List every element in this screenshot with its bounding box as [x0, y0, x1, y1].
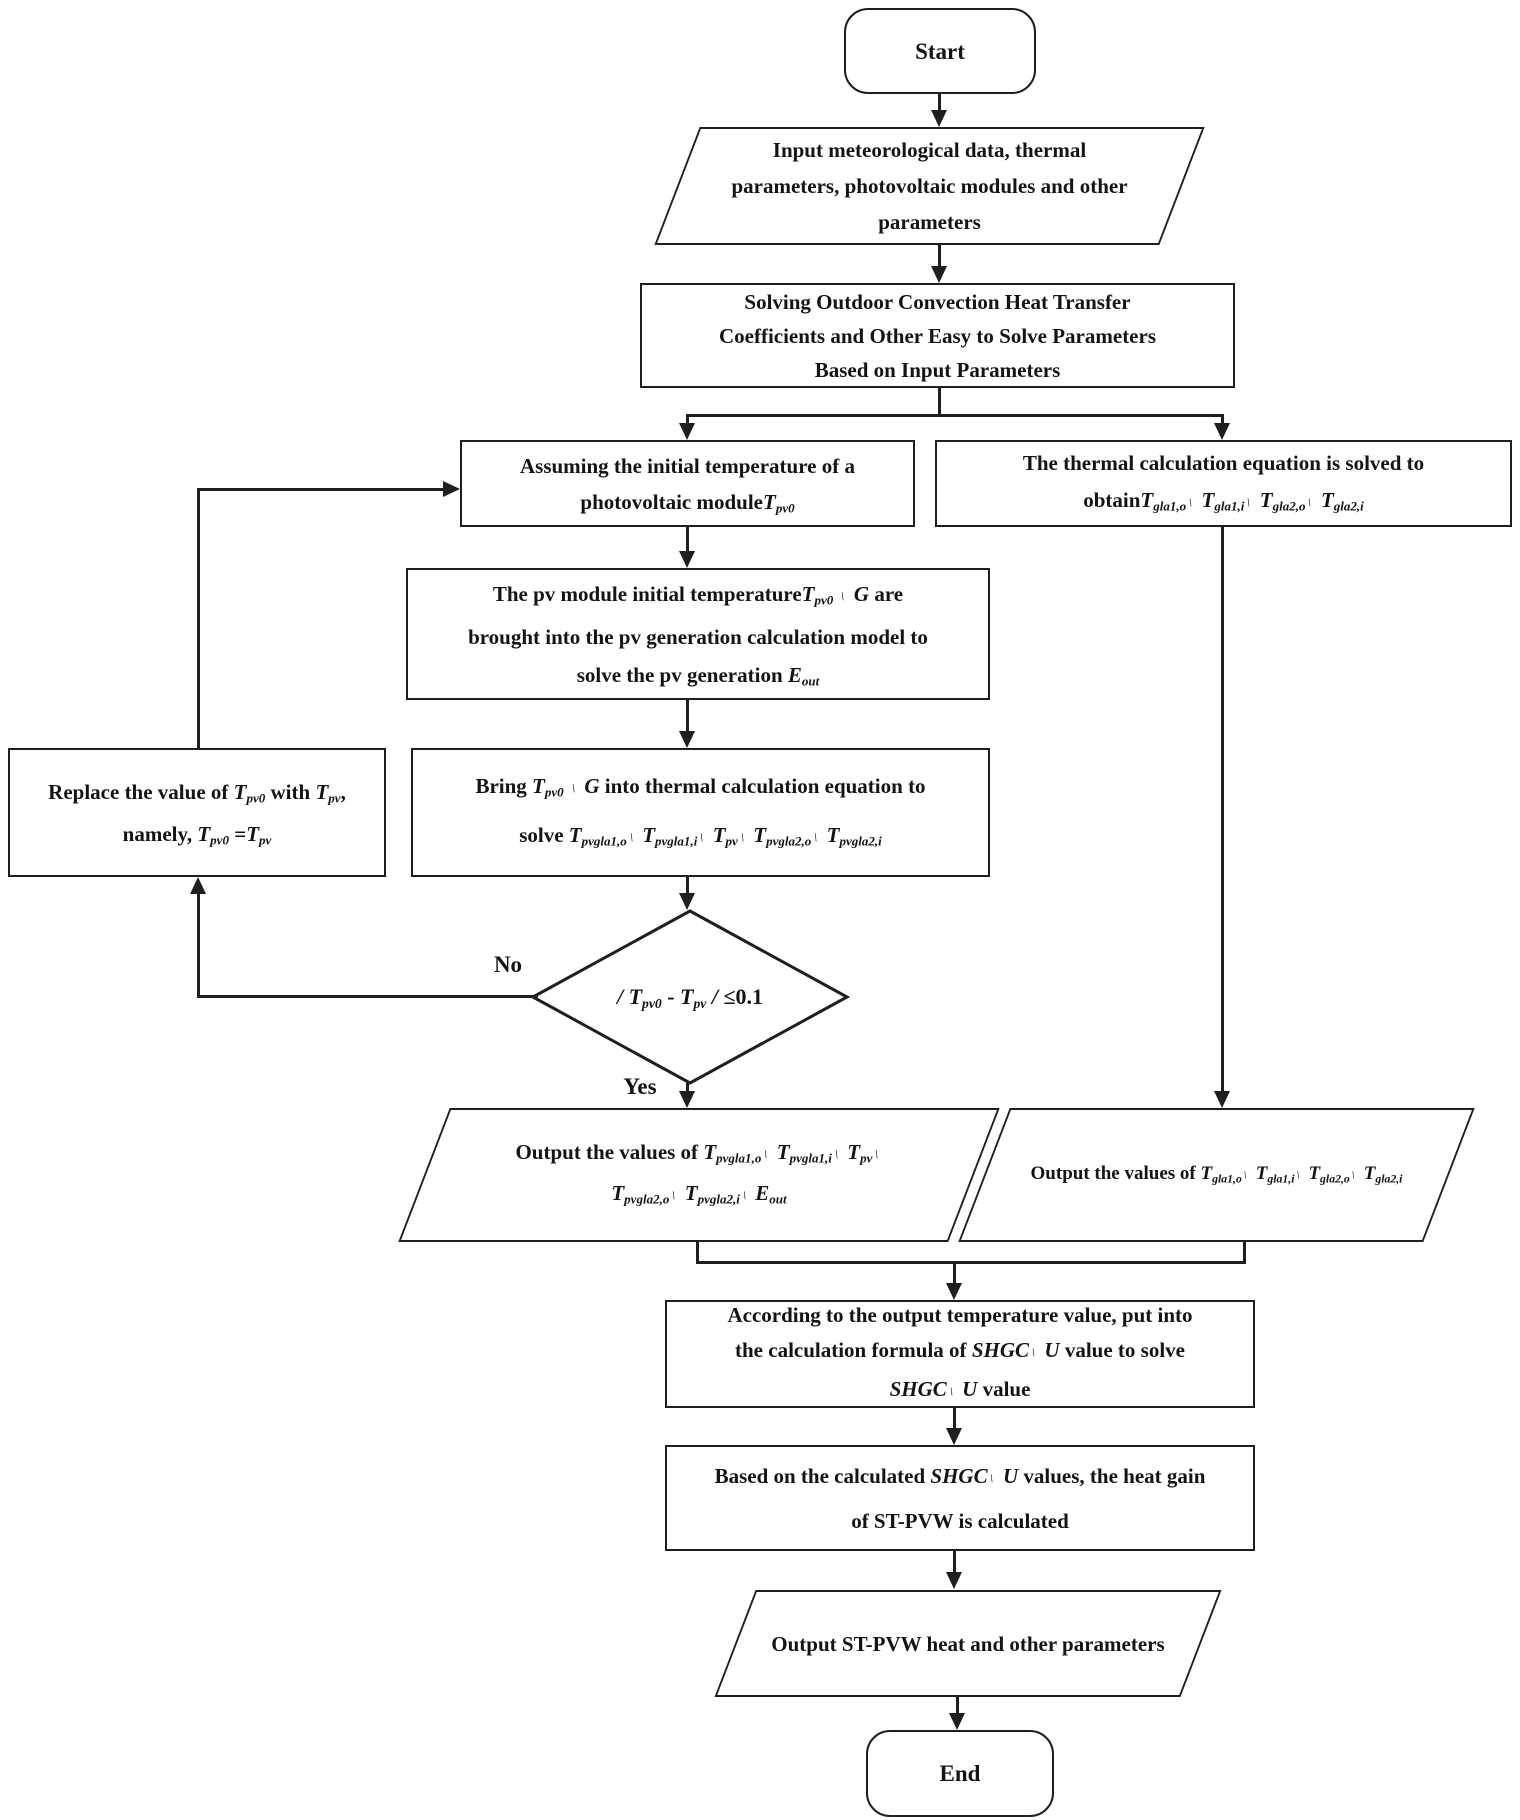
assume-initial-temperature-node: Assuming the initial temperature of a ph… — [460, 440, 915, 527]
thermal-equation-node: The thermal calculation equation is solv… — [935, 440, 1512, 527]
branch-line — [687, 414, 1224, 417]
output-heat-node: Output ST-PVW heat and other parameters — [714, 1590, 1222, 1697]
yes-label: Yes — [623, 1074, 657, 1099]
node-text-line: obtainTgla1,o\ Tgla1,i\ Tgla2,o\ Tgla2,i — [1083, 487, 1364, 514]
solve-coefficients-node: Solving Outdoor Convection Heat Transfer… — [640, 283, 1235, 388]
end-node: End — [866, 1730, 1054, 1817]
flow-line — [953, 1261, 956, 1285]
merge-line — [696, 1242, 699, 1264]
arrowhead-down-icon — [946, 1572, 962, 1589]
node-text-line: Input meteorological data, thermal — [772, 138, 1087, 162]
flow-line — [956, 1697, 959, 1714]
decision-condition-text: / Tpv0 - Tpv / ≤0.1 — [616, 984, 764, 1011]
node-text-line: The pv module initial temperatureTpv0 \ … — [492, 581, 904, 608]
merge-line — [696, 1261, 1246, 1264]
yes-branch-line — [686, 1083, 689, 1092]
arrowhead-right-icon — [443, 481, 460, 497]
no-branch-line — [197, 894, 200, 998]
arrowhead-down-icon — [679, 423, 695, 440]
arrowhead-down-icon — [1214, 423, 1230, 440]
node-text-line: namely, Tpv0 =Tpv — [122, 821, 272, 848]
flow-line — [953, 1408, 956, 1428]
node-text-line: Based on Input Parameters — [814, 357, 1061, 382]
flow-line — [686, 877, 689, 894]
start-label: Start — [915, 38, 965, 64]
start-node: Start — [844, 8, 1036, 94]
flow-line — [938, 388, 941, 417]
no-label: No — [493, 952, 523, 977]
merge-line — [1243, 1242, 1246, 1264]
node-text-line: The thermal calculation equation is solv… — [1022, 450, 1425, 475]
node-text-line: solve the pv generation Eout — [576, 662, 820, 689]
node-text-line: Tpvgla2,o\ Tpvgla2,i\ Eout — [611, 1181, 787, 1207]
node-text-line: SHGC\ U value — [889, 1376, 1031, 1401]
arrowhead-down-icon — [946, 1428, 962, 1445]
flow-line — [953, 1551, 956, 1573]
convergence-decision-node — [530, 909, 850, 1085]
flow-line — [686, 527, 689, 552]
flow-line — [938, 94, 941, 112]
node-text-line: Assuming the initial temperature of a — [519, 453, 855, 478]
input-parameters-node: Input meteorological data, thermal param… — [654, 127, 1205, 245]
output-glass-values-node: Output the values of Tgla1,o\ Tgla1,i\ T… — [958, 1108, 1475, 1242]
flow-line — [686, 700, 689, 732]
node-text-line: Bring Tpv0 \ G into thermal calculation … — [475, 773, 926, 800]
arrowhead-down-icon — [1214, 1091, 1230, 1108]
replace-tpv0-node: Replace the value of Tpv0 with Tpv, name… — [8, 748, 386, 877]
output-pv-values-node: Output the values of Tpvgla1,o\ Tpvgla1,… — [398, 1108, 1000, 1242]
arrowhead-down-icon — [679, 731, 695, 748]
flow-line — [1221, 414, 1224, 424]
flow-line — [938, 245, 941, 267]
shgc-u-calculation-node: According to the output temperature valu… — [665, 1300, 1255, 1408]
arrowhead-down-icon — [679, 1091, 695, 1108]
node-text-line: photovoltaic moduleTpv0 — [580, 489, 795, 516]
arrowhead-down-icon — [679, 551, 695, 568]
node-text-line: brought into the pv generation calculati… — [468, 624, 928, 649]
arrowhead-down-icon — [931, 110, 947, 127]
node-text-line: of ST-PVW is calculated — [851, 1508, 1069, 1533]
node-text-line: Output ST-PVW heat and other parameters — [771, 1631, 1165, 1656]
node-text-line: Solving Outdoor Convection Heat Transfer — [744, 289, 1131, 314]
arrowhead-down-icon — [946, 1283, 962, 1300]
node-text-line: Replace the value of Tpv0 with Tpv, — [48, 779, 346, 806]
loop-line — [197, 489, 200, 748]
flow-line — [1221, 527, 1224, 1091]
node-text-line: Output the values of Tpvgla1,o\ Tpvgla1,… — [515, 1140, 880, 1166]
node-text-line: Coefficients and Other Easy to Solve Par… — [718, 323, 1157, 348]
node-text-line: Based on the calculated SHGC\ U values, … — [714, 1463, 1206, 1488]
node-text-line: Output the values of Tgla1,o\ Tgla1,i\ T… — [1030, 1163, 1403, 1186]
arrowhead-down-icon — [931, 266, 947, 283]
arrowhead-down-icon — [679, 893, 695, 910]
no-branch-line — [197, 995, 538, 998]
arrowhead-down-icon — [949, 1713, 965, 1730]
heat-gain-calculation-node: Based on the calculated SHGC\ U values, … — [665, 1445, 1255, 1551]
arrowhead-up-icon — [190, 877, 206, 894]
loop-line — [197, 488, 443, 491]
node-text-line: According to the output temperature valu… — [727, 1302, 1193, 1327]
diamond-outline — [530, 909, 850, 1085]
flow-line — [686, 414, 689, 424]
node-text-line: parameters, photovoltaic modules and oth… — [731, 174, 1128, 198]
end-label: End — [939, 1761, 981, 1786]
pv-generation-model-node: The pv module initial temperatureTpv0 \ … — [406, 568, 990, 700]
node-text-line: the calculation formula of SHGC\ U value… — [735, 1337, 1185, 1362]
node-text-line: solve Tpvgla1,o\ Tpvgla1,i\ Tpv\ Tpvgla2… — [519, 822, 882, 849]
bring-thermal-equation-node: Bring Tpv0 \ G into thermal calculation … — [411, 748, 990, 877]
node-text-line: parameters — [878, 210, 981, 234]
